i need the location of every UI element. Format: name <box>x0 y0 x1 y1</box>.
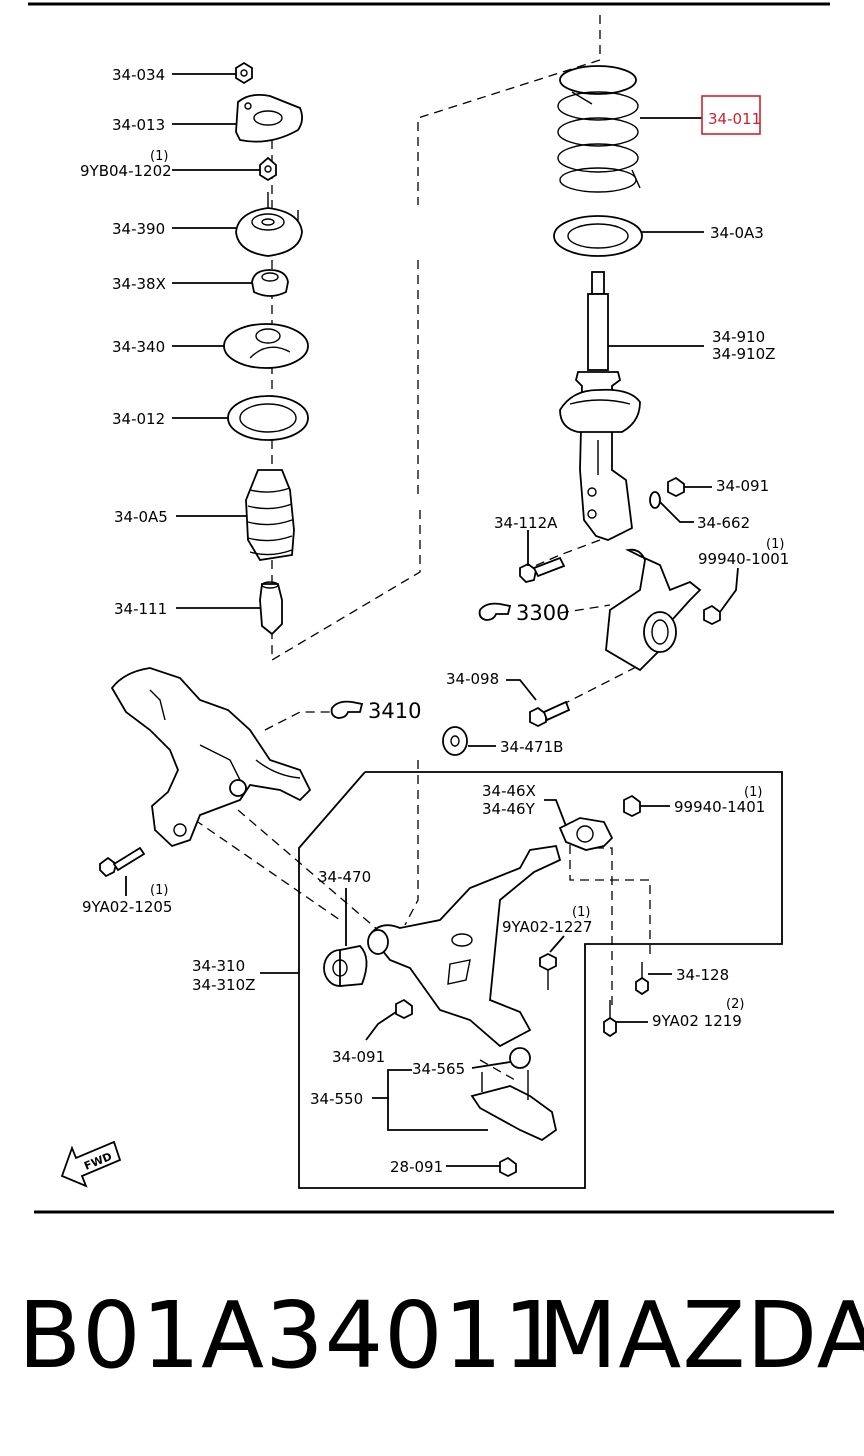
label-34-910z: 34-910Z <box>712 345 775 363</box>
bushing-34-471b <box>442 726 468 756</box>
bushing-34-470 <box>323 945 368 987</box>
boot-34-0a5 <box>245 469 295 561</box>
nut-9yb04 <box>259 156 277 182</box>
qty-9ya02-1219: (2) <box>726 997 744 1012</box>
label-34-46y: 34-46Y <box>482 800 536 818</box>
qty-9yb04-1202: (1) <box>150 149 168 164</box>
label-34-0a5: 34-0A5 <box>114 508 168 526</box>
label-34-565: 34-565 <box>412 1060 465 1078</box>
label-34-112a: 34-112A <box>494 514 558 532</box>
label-99940-1401: 99940-1401 <box>674 798 765 816</box>
bolt-34-128 <box>635 962 649 996</box>
label-9yb04-1202: 9YB04-1202 <box>80 162 172 180</box>
nut-99940-1401 <box>623 794 641 818</box>
nut-34-034 <box>235 61 253 85</box>
knuckle-3300 <box>605 548 702 672</box>
bolt-34-112a <box>519 556 566 583</box>
ref-3410: 3410 <box>368 699 421 723</box>
label-34-098: 34-098 <box>446 670 499 688</box>
nut-99940-1001 <box>703 604 721 626</box>
leader-lines <box>125 73 739 1167</box>
qty-9ya02-1205: (1) <box>150 883 168 898</box>
hand-pointer-icon-3300 <box>478 602 512 621</box>
part-number-text: B01A34011 <box>18 1282 563 1389</box>
label-34-470: 34-470 <box>318 868 371 886</box>
brand-text: MAZDA <box>538 1282 864 1389</box>
label-34-091-top: 34-091 <box>716 477 769 495</box>
mount-34-390 <box>235 192 303 257</box>
part-labels: 34-034 34-013 (1) 9YB04-1202 34-390 34-3… <box>80 66 789 1176</box>
bumper-34-38x <box>251 269 289 297</box>
label-34-091-lower: 34-091 <box>332 1048 385 1066</box>
label-34-034: 34-034 <box>112 66 165 84</box>
label-34-012: 34-012 <box>112 410 165 428</box>
qty-9ya02-1227: (1) <box>572 905 590 920</box>
label-34-0a3: 34-0A3 <box>710 224 764 242</box>
nut-34-091-top <box>667 476 685 498</box>
label-34-46x: 34-46X <box>482 782 536 800</box>
label-9ya02-1219: 9YA02 1219 <box>652 1012 742 1030</box>
label-28-091: 28-091 <box>390 1158 443 1176</box>
washer-34-662 <box>649 491 661 509</box>
label-34-38x: 34-38X <box>112 275 166 293</box>
qty-99940-1401: (1) <box>744 785 762 800</box>
label-34-111: 34-111 <box>114 600 167 618</box>
insulator-34-012 <box>227 395 309 441</box>
bolt-9ya02-1219 <box>603 1000 617 1038</box>
lower-arm-frame <box>298 771 783 1189</box>
coil-spring-34-011 <box>557 65 641 193</box>
nut-34-091-lower <box>395 998 413 1020</box>
label-34-471b: 34-471B <box>500 738 563 756</box>
bolt-9ya02-1205 <box>99 846 146 878</box>
qty-99940-1001: (1) <box>766 537 784 552</box>
plate-34-013 <box>235 93 303 143</box>
highlight-box <box>701 95 761 135</box>
label-99940-1001: 99940-1001 <box>698 550 789 568</box>
label-34-013: 34-013 <box>112 116 165 134</box>
label-34-340: 34-340 <box>112 338 165 356</box>
seat-34-340 <box>223 323 309 369</box>
hand-pointer-icon-3410 <box>330 700 364 719</box>
label-9ya02-1227: 9YA02-1227 <box>502 918 592 936</box>
label-34-910: 34-910 <box>712 328 765 346</box>
label-34-390: 34-390 <box>112 220 165 238</box>
ball-joint-34-550 <box>470 1047 558 1142</box>
label-34-128: 34-128 <box>676 966 729 984</box>
label-9ya02-1205: 9YA02-1205 <box>82 898 172 916</box>
nut-28-091 <box>499 1156 517 1178</box>
label-34-662: 34-662 <box>697 514 750 532</box>
label-34-011: 34-011 <box>708 110 761 128</box>
strut-34-910 <box>559 271 641 541</box>
spring-seat-34-0a3 <box>553 215 643 257</box>
lower-arm-34-310 <box>367 844 562 1048</box>
label-34-310: 34-310 <box>192 957 245 975</box>
bolt-9ya02-1227 <box>539 952 557 990</box>
label-34-550: 34-550 <box>310 1090 363 1108</box>
bushing-34-46x <box>558 817 614 851</box>
forward-arrow-icon: FWD <box>60 1140 122 1188</box>
label-34-310z: 34-310Z <box>192 976 255 994</box>
bolt-34-098 <box>529 700 571 728</box>
ref-3300: 3300 <box>516 601 569 625</box>
bumper-34-111 <box>259 581 283 636</box>
subframe-3410 <box>110 667 312 848</box>
